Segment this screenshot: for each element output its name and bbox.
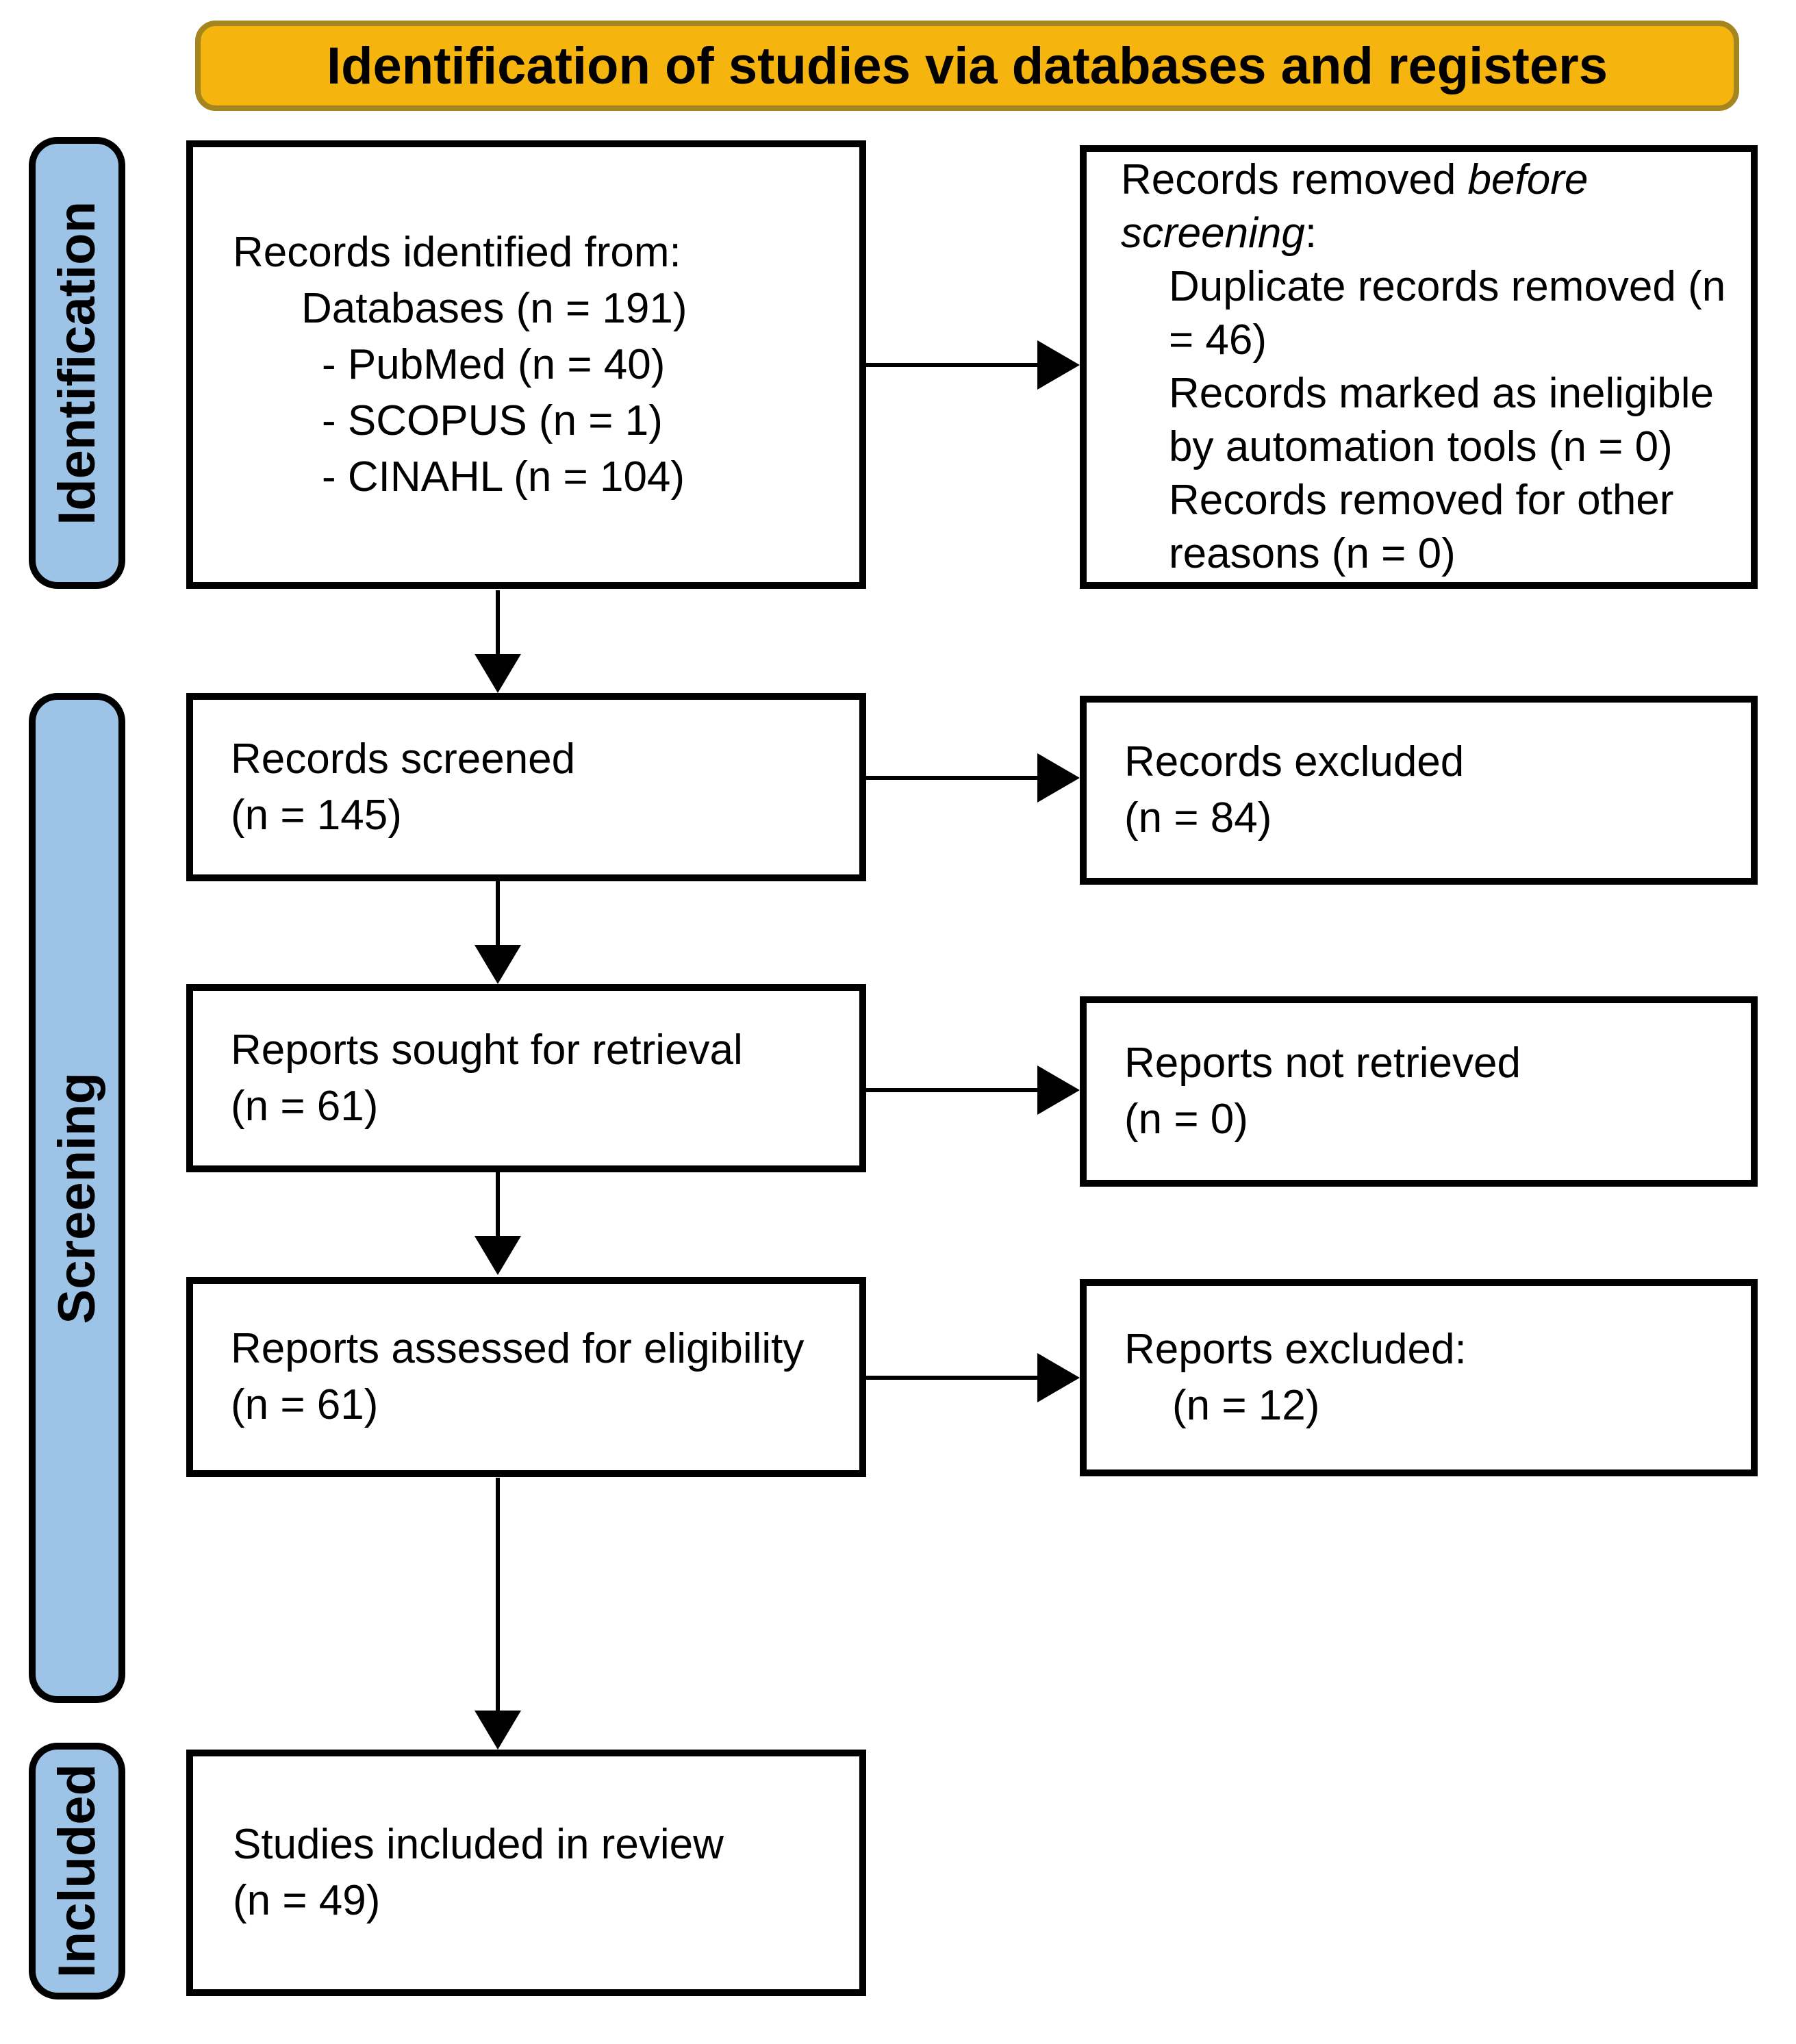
arrow-screened-to-excluded-line xyxy=(866,776,1040,780)
reports-excluded-line: Reports excluded: xyxy=(1124,1326,1467,1373)
arrow-sought-to-not-retrieved-head xyxy=(1037,1065,1080,1115)
records-removed-item: Records marked as ineligible by automati… xyxy=(1169,370,1715,470)
arrow-assessed-to-excluded-line xyxy=(866,1376,1040,1380)
banner: Identification of studies via databases … xyxy=(195,21,1739,111)
stage-label-identification-text: Identification xyxy=(48,201,106,525)
box-records-identified: Records identified from: Databases (n = … xyxy=(186,140,866,589)
records-removed-item: Records removed for other reasons (n = 0… xyxy=(1169,477,1674,577)
box-records-excluded: Records excluded (n = 84) xyxy=(1080,696,1758,885)
records-screened-count: (n = 145) xyxy=(231,791,402,839)
arrow-identified-to-removed-line xyxy=(866,363,1040,367)
records-removed-intro: Records removed before screening: xyxy=(1121,153,1730,260)
records-removed-item: Duplicate records removed (n = 46) xyxy=(1169,263,1726,364)
records-removed-intro-suffix: : xyxy=(1304,210,1317,257)
reports-assessed-count: (n = 61) xyxy=(231,1381,379,1428)
arrow-sought-to-assessed-head xyxy=(475,1236,521,1275)
records-identified-line: Databases (n = 191) xyxy=(301,284,687,332)
arrow-assessed-to-excluded-head xyxy=(1037,1353,1080,1402)
records-identified-line: - SCOPUS (n = 1) xyxy=(322,396,663,444)
reports-not-retrieved-count: (n = 0) xyxy=(1124,1096,1248,1143)
arrow-identified-to-screened-line xyxy=(496,590,500,655)
records-screened-line: Records screened xyxy=(231,735,576,783)
studies-included-count: (n = 49) xyxy=(233,1877,381,1924)
arrow-assessed-to-included-head xyxy=(475,1711,521,1750)
arrow-screened-to-sought-line xyxy=(496,881,500,946)
banner-title: Identification of studies via databases … xyxy=(327,36,1608,95)
box-records-screened: Records screened (n = 145) xyxy=(186,693,866,881)
reports-excluded-count: (n = 12) xyxy=(1172,1382,1320,1429)
box-reports-assessed: Reports assessed for eligibility (n = 61… xyxy=(186,1277,866,1477)
stage-label-screening: Screening xyxy=(29,693,125,1703)
arrow-identified-to-screened-head xyxy=(475,654,521,693)
arrow-screened-to-excluded-head xyxy=(1037,753,1080,803)
box-reports-not-retrieved: Reports not retrieved (n = 0) xyxy=(1080,996,1758,1187)
arrow-sought-to-assessed-line xyxy=(496,1172,500,1237)
records-excluded-count: (n = 84) xyxy=(1124,794,1272,842)
arrow-screened-to-sought-head xyxy=(475,945,521,984)
studies-included-line: Studies included in review xyxy=(233,1821,724,1868)
arrow-sought-to-not-retrieved-line xyxy=(866,1088,1040,1092)
box-reports-excluded: Reports excluded: (n = 12) xyxy=(1080,1279,1758,1476)
stage-label-included: Included xyxy=(29,1743,125,1999)
records-identified-line: - PubMed (n = 40) xyxy=(322,340,666,388)
reports-sought-count: (n = 61) xyxy=(231,1082,379,1130)
records-removed-intro-prefix: Records removed xyxy=(1121,156,1468,203)
stage-label-identification: Identification xyxy=(29,137,125,589)
records-identified-line: Records identified from: xyxy=(233,228,681,276)
box-studies-included: Studies included in review (n = 49) xyxy=(186,1750,866,1996)
records-excluded-line: Records excluded xyxy=(1124,738,1465,785)
arrow-identified-to-removed-head xyxy=(1037,340,1080,390)
box-reports-sought: Reports sought for retrieval (n = 61) xyxy=(186,984,866,1172)
reports-sought-line: Reports sought for retrieval xyxy=(231,1026,743,1074)
arrow-assessed-to-included-line xyxy=(496,1478,500,1712)
box-records-removed: Records removed before screening: Duplic… xyxy=(1080,145,1758,589)
records-removed-intro-italic: before screening xyxy=(1121,156,1589,257)
stage-label-included-text: Included xyxy=(48,1764,106,1978)
stage-label-screening-text: Screening xyxy=(48,1072,106,1324)
reports-assessed-line: Reports assessed for eligibility xyxy=(231,1325,805,1372)
reports-not-retrieved-line: Reports not retrieved xyxy=(1124,1039,1521,1087)
records-identified-line: - CINAHL (n = 104) xyxy=(322,453,685,501)
